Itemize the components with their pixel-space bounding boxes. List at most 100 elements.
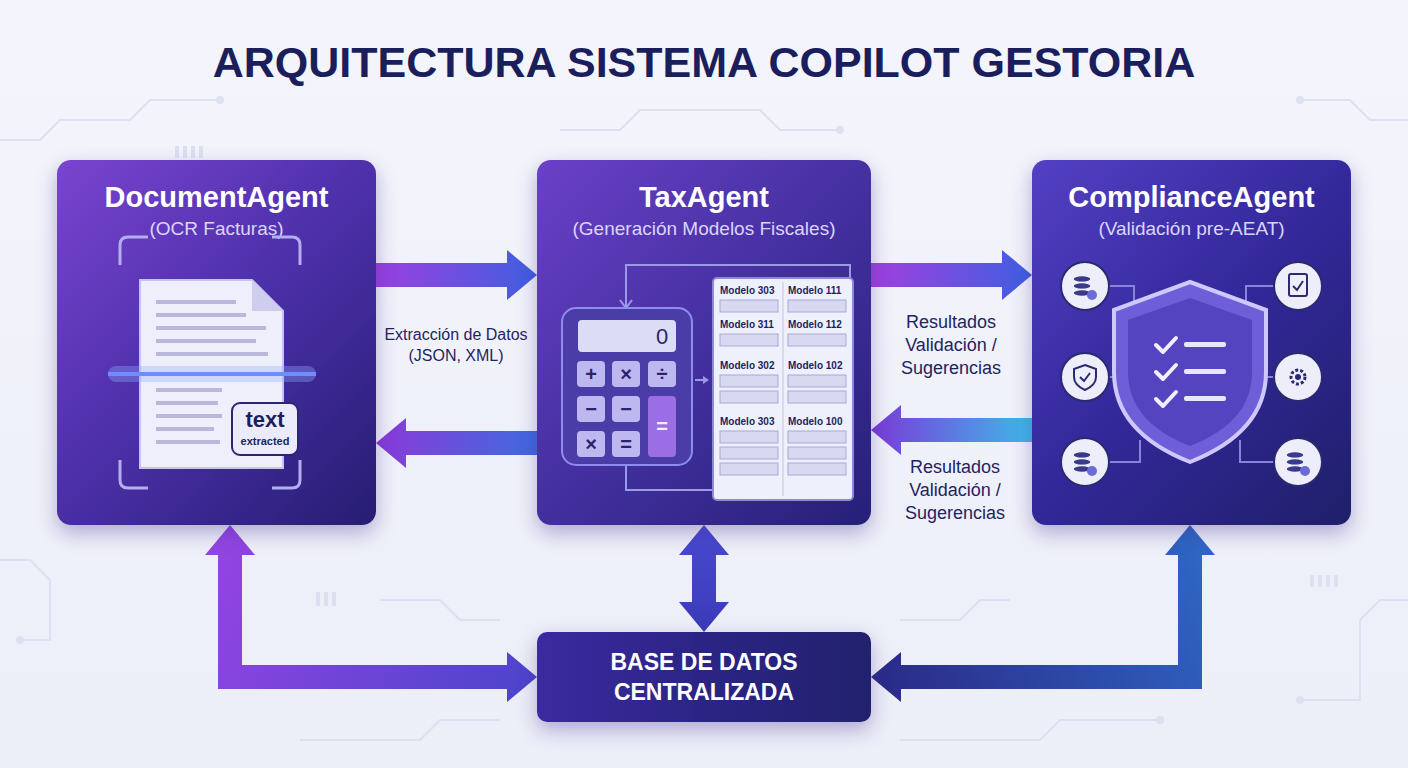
deco-bar bbox=[199, 146, 203, 158]
node-subtitle: (OCR Facturas) bbox=[149, 216, 283, 242]
calculator-key bbox=[577, 396, 605, 422]
check-badges bbox=[1087, 290, 1310, 476]
deco-bar bbox=[175, 146, 179, 158]
edge-label: Resultados Validación / Sugerencias bbox=[889, 311, 1014, 380]
deco-bar bbox=[324, 592, 328, 606]
circuit-traces bbox=[0, 100, 1408, 740]
text-line bbox=[156, 440, 220, 444]
calculator-body bbox=[562, 308, 692, 465]
diagram-title: ARQUITECTURA SISTEMA COPILOT GESTORIA bbox=[0, 36, 1408, 88]
form-field bbox=[788, 334, 846, 346]
deco-bar bbox=[332, 592, 336, 606]
form-label: Modelo 303 bbox=[720, 416, 774, 428]
badge-text: extracted bbox=[241, 435, 290, 448]
circuit-trace bbox=[1300, 600, 1408, 700]
gear-glyph bbox=[1291, 370, 1305, 384]
node-label: BASE DE DATOS CENTRALIZADA bbox=[589, 647, 819, 707]
calculator-key-symbol: ÷ bbox=[657, 362, 668, 386]
arrow-head bbox=[205, 525, 255, 555]
deco-bar bbox=[316, 592, 320, 606]
database-glyph bbox=[1073, 276, 1091, 283]
text-badge bbox=[232, 403, 298, 455]
arrow-shaft bbox=[405, 431, 537, 455]
database-glyphs bbox=[1073, 276, 1304, 473]
circuit-pad bbox=[836, 126, 844, 134]
flow-arrow bbox=[871, 525, 1215, 702]
calculator-key bbox=[648, 361, 676, 387]
database-glyph bbox=[1286, 459, 1304, 466]
database-glyph bbox=[1286, 452, 1304, 459]
calculator-key-tall bbox=[648, 396, 676, 457]
icon-circle bbox=[1274, 353, 1322, 401]
shield-outer bbox=[1114, 282, 1266, 462]
form-label: Modelo 111 bbox=[788, 285, 841, 297]
flow-arrow bbox=[871, 405, 1032, 455]
clipboard-glyph bbox=[1289, 274, 1307, 296]
form-label: Modelo 102 bbox=[788, 360, 842, 372]
arrow-head bbox=[1002, 250, 1032, 300]
form-field bbox=[788, 431, 846, 443]
deco-bar bbox=[1326, 575, 1330, 587]
check-mark bbox=[1156, 365, 1176, 379]
calculator-key-symbol: − bbox=[620, 397, 632, 421]
form-field bbox=[788, 447, 846, 459]
arrow-head bbox=[1165, 525, 1215, 555]
calculator-display-value: 0 bbox=[656, 324, 668, 350]
form-divider bbox=[783, 282, 784, 496]
node-subtitle: (Generación Modelos Fiscales) bbox=[573, 216, 836, 242]
form-field bbox=[720, 334, 778, 346]
circuit-trace bbox=[0, 100, 220, 140]
deco-bar bbox=[1334, 575, 1338, 587]
shield-checks bbox=[1156, 338, 1176, 406]
edge-label: Resultados Validación / Sugerencias bbox=[893, 456, 1018, 525]
calculator-key bbox=[612, 361, 640, 387]
node-heading: DocumentAgent bbox=[105, 180, 329, 214]
flow-arrow bbox=[871, 250, 1032, 300]
database-glyph bbox=[1073, 452, 1091, 459]
check-line bbox=[1184, 342, 1226, 347]
calculator-key-symbol: − bbox=[585, 397, 597, 421]
text-line bbox=[156, 414, 222, 418]
circuit-trace bbox=[0, 560, 50, 640]
icon-connector bbox=[1240, 440, 1274, 462]
circuit-trace bbox=[900, 600, 1010, 620]
database-glyph bbox=[1073, 283, 1091, 290]
tax-illustration bbox=[562, 265, 853, 500]
arrow-shaft bbox=[692, 554, 716, 603]
calculator-keys bbox=[577, 361, 676, 457]
calculator-key-symbol: = bbox=[656, 414, 668, 438]
document-illustration bbox=[108, 237, 316, 488]
database-glyph bbox=[1073, 459, 1091, 466]
check-line bbox=[1184, 396, 1226, 401]
form-field bbox=[720, 447, 778, 459]
form-label: Modelo 302 bbox=[720, 360, 774, 372]
form-field bbox=[788, 391, 846, 403]
text-line bbox=[156, 427, 214, 431]
calculator-key-symbol: + bbox=[585, 362, 597, 386]
calculator-key-symbol: × bbox=[585, 432, 597, 456]
icon-circle bbox=[1274, 438, 1322, 486]
form-field bbox=[720, 463, 778, 475]
scan-frame bbox=[120, 237, 300, 488]
scan-glow bbox=[108, 366, 316, 382]
form-field bbox=[720, 375, 778, 387]
flow-arrow bbox=[679, 525, 729, 632]
arrow-head bbox=[679, 525, 729, 555]
check-badge bbox=[1300, 466, 1310, 476]
form-field bbox=[720, 300, 778, 312]
loop-arrowhead bbox=[620, 300, 632, 308]
circuit-trace bbox=[1300, 100, 1408, 120]
shield-glyph-check bbox=[1080, 373, 1090, 381]
arrow-shaft bbox=[376, 263, 508, 287]
arrow-head bbox=[507, 250, 537, 300]
circuit-pad bbox=[1296, 96, 1304, 104]
calculator-display bbox=[578, 320, 676, 352]
form-fields bbox=[720, 300, 846, 475]
arrow-shaft bbox=[230, 554, 508, 677]
circuit-pads bbox=[16, 96, 1338, 724]
icon-circle bbox=[1061, 438, 1109, 486]
circuit-trace bbox=[380, 600, 500, 620]
calculator-key bbox=[612, 396, 640, 422]
check-mark bbox=[1156, 338, 1176, 352]
deco-bar bbox=[1318, 575, 1322, 587]
